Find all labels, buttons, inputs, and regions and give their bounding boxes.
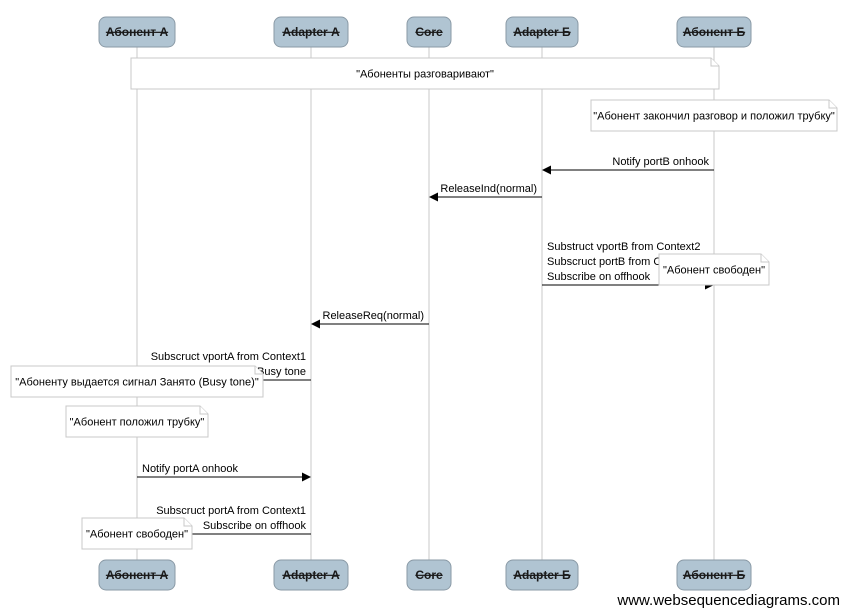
message-label: Subscribe on offhook xyxy=(203,520,307,532)
note: "Абонент закончил разговор и положил тру… xyxy=(590,99,838,132)
note-box xyxy=(81,517,193,550)
participant-box xyxy=(406,559,452,591)
note: "Абонент свободен" xyxy=(81,517,193,550)
message-label: Substruct vportB from Context2 xyxy=(547,241,700,253)
note-fold xyxy=(760,254,769,263)
participant-box xyxy=(505,16,579,48)
participant-bottom-b: Абонент Б xyxy=(676,559,752,591)
message-label: Notify portA onhook xyxy=(142,463,239,475)
message-2: Notify portB onhook xyxy=(542,156,714,175)
participant-top-ab: Adapter Б xyxy=(505,16,579,48)
participant-top-aa: Adapter А xyxy=(273,16,349,48)
participant-label: Абонент А xyxy=(106,568,169,582)
note-box xyxy=(590,99,838,132)
participant-top-b: Абонент Б xyxy=(676,16,752,48)
participant-bottom-a: Абонент А xyxy=(98,559,176,591)
note: "Абоненту выдается сигнал Занято (Busy t… xyxy=(10,365,264,398)
note: "Абоненты разговаривают" xyxy=(130,57,720,90)
note-text: "Абонент закончил разговор и положил тру… xyxy=(593,111,835,123)
participant-box xyxy=(273,16,349,48)
note-fold xyxy=(710,58,719,67)
participant-box xyxy=(273,559,349,591)
note-box xyxy=(130,57,720,90)
participant-bottom-aa: Adapter А xyxy=(273,559,349,591)
participant-box xyxy=(406,16,452,48)
message-label: ReleaseReq(normal) xyxy=(323,310,425,322)
arrowhead-icon xyxy=(302,472,311,482)
participant-box xyxy=(676,16,752,48)
arrowhead-icon xyxy=(429,192,438,202)
participant-box xyxy=(505,559,579,591)
watermark-text: www.websequencediagrams.com xyxy=(617,592,840,609)
note-fold xyxy=(183,518,192,527)
message-label: Subscruct portA from Context1 xyxy=(156,505,306,517)
participant-label: Абонент Б xyxy=(683,25,746,39)
note-box xyxy=(65,405,209,438)
participant-label: Абонент А xyxy=(106,25,169,39)
note-fold xyxy=(254,366,263,375)
arrowhead-icon xyxy=(311,319,320,329)
participant-box xyxy=(676,559,752,591)
note-text: "Абонент положил трубку" xyxy=(70,417,205,429)
note-fold xyxy=(199,406,208,415)
participant-label: Абонент Б xyxy=(683,568,746,582)
participant-box xyxy=(98,559,176,591)
note: "Абонент положил трубку" xyxy=(65,405,209,438)
arrowhead-icon xyxy=(542,165,551,175)
note-fold xyxy=(828,100,837,109)
note-box xyxy=(10,365,264,398)
participant-top-a: Абонент А xyxy=(98,16,176,48)
participant-bottom-ab: Adapter Б xyxy=(505,559,579,591)
participant-bottom-c: Core xyxy=(406,559,452,591)
note-text: "Абоненты разговаривают" xyxy=(356,69,494,81)
participant-box xyxy=(98,16,176,48)
participant-label: Core xyxy=(415,25,443,39)
participant-label: Adapter А xyxy=(282,25,340,39)
note-text: "Абоненту выдается сигнал Занято (Busy t… xyxy=(15,377,259,389)
note-text: "Абонент свободен" xyxy=(663,265,765,277)
message-label: Notify portB onhook xyxy=(612,156,709,168)
message-label: Subscribe on offhook xyxy=(547,271,651,283)
note: "Абонент свободен" xyxy=(658,253,770,286)
participant-label: Adapter Б xyxy=(513,568,571,582)
message-label: Subscruct vportA from Context1 xyxy=(151,351,306,363)
message-6: ReleaseReq(normal) xyxy=(311,310,429,329)
participant-label: Adapter А xyxy=(282,568,340,582)
message-3: ReleaseInd(normal) xyxy=(429,183,542,202)
message-10: Notify portA onhook xyxy=(137,463,311,482)
message-label: ReleaseInd(normal) xyxy=(440,183,537,195)
note-text: "Абонент свободен" xyxy=(86,529,188,541)
participant-label: Core xyxy=(415,568,443,582)
participant-label: Adapter Б xyxy=(513,25,571,39)
participant-top-c: Core xyxy=(406,16,452,48)
note-box xyxy=(658,253,770,286)
